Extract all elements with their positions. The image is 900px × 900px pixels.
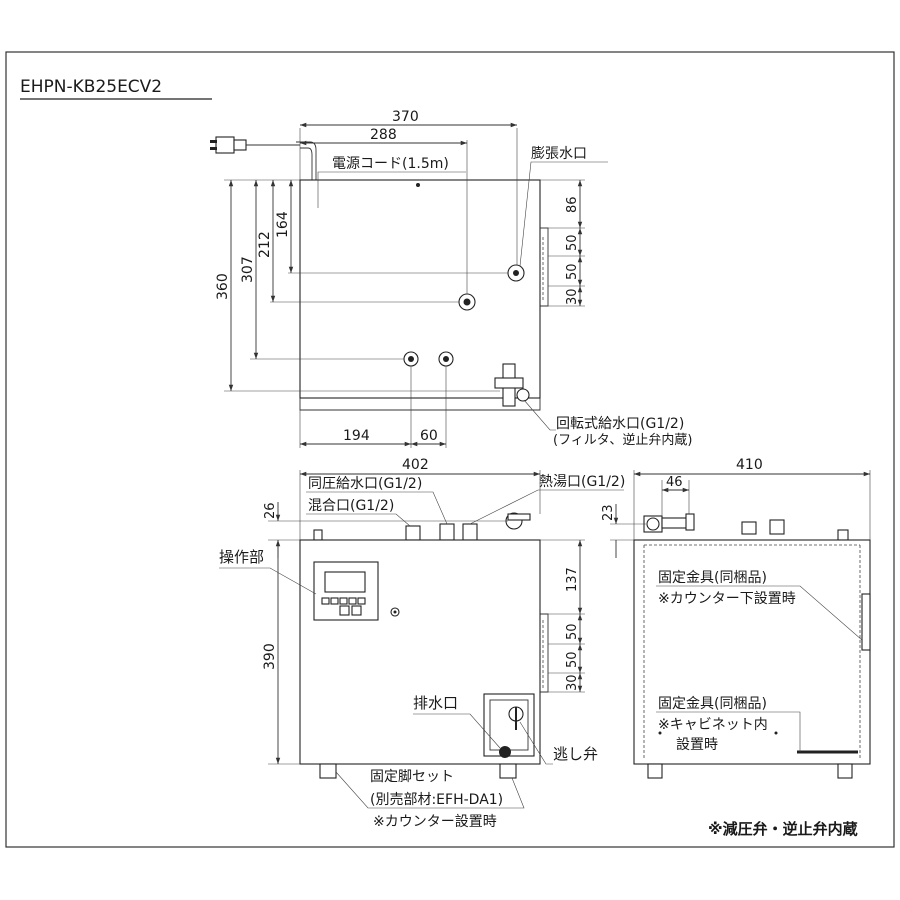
- rotary-inlet-label: 回転式給水口(G1/2): [556, 416, 684, 432]
- expansion-port-label: 膨張水口: [531, 145, 587, 162]
- dim-194: 194: [343, 428, 370, 444]
- dim-50-a: 50: [565, 234, 580, 251]
- control-panel-label: 操作部: [219, 548, 264, 566]
- front-top-ports-icon: [313, 512, 531, 541]
- dim-370: 370: [392, 109, 419, 125]
- dim-50-b: 50: [565, 263, 580, 280]
- fixed-leg-note: ※カウンター設置時: [373, 814, 497, 830]
- dim-288: 288: [370, 127, 397, 143]
- top-view-body: [299, 179, 541, 399]
- dim-23: 23: [601, 504, 616, 521]
- bracket-2-note-2: 設置時: [676, 737, 718, 753]
- bracket-2-label: 固定金具(同梱品): [658, 696, 767, 712]
- side-view: 410 46 23 固定金具(同梱品) ※カウンター下設置時 固定金具(同梱品)…: [601, 457, 871, 779]
- bracket-1-label: 固定金具(同梱品): [658, 570, 767, 586]
- hot-water-port-label: 熱湯口(G1/2): [539, 473, 625, 490]
- footnote: ※減圧弁・逆止弁内蔵: [708, 820, 858, 838]
- dim-402: 402: [402, 457, 429, 473]
- control-panel: [313, 561, 379, 621]
- side-bracket-vertical: [861, 593, 871, 651]
- dim-front-50-a: 50: [565, 623, 580, 640]
- side-view-body: [633, 539, 871, 765]
- dim-86: 86: [565, 196, 580, 213]
- top-port-left-icon: [403, 351, 419, 367]
- dim-front-50-b: 50: [565, 651, 580, 668]
- dim-164: 164: [275, 211, 291, 238]
- rotary-inlet-icon: [494, 363, 530, 407]
- top-port-icon: [458, 293, 476, 311]
- front-view: 402 390 26 137 50 50 30 同圧給水口(G1/2) 混合口(…: [219, 457, 625, 830]
- drawing-frame: [5, 51, 895, 848]
- foot-left: [319, 763, 337, 779]
- drain-box: [483, 693, 535, 757]
- top-port-right-icon: [438, 351, 454, 367]
- indicator-icon: [390, 607, 400, 617]
- dim-390: 390: [262, 643, 278, 670]
- fixed-leg-set-label: 固定脚セット: [370, 769, 454, 785]
- dim-212: 212: [257, 231, 273, 258]
- drain-port-label: 排水口: [413, 694, 458, 712]
- dim-front-30: 30: [565, 674, 580, 691]
- relief-valve-icon: [508, 706, 524, 730]
- bracket-1-note: ※カウンター下設置時: [658, 591, 796, 607]
- top-view: 370 288 194 60 360 307 212 164 86 50 50 …: [210, 109, 693, 448]
- drain-port-icon: [499, 746, 511, 758]
- mixing-port-label: 混合口(G1/2): [308, 498, 394, 514]
- dim-60: 60: [420, 428, 438, 444]
- same-pressure-inlet-label: 同圧給水口(G1/2): [308, 476, 422, 492]
- dim-360: 360: [215, 273, 231, 300]
- dim-137: 137: [565, 567, 580, 592]
- foot-right: [499, 763, 517, 779]
- dim-26: 26: [263, 502, 278, 519]
- model-title: EHPN-KB25ECV2: [20, 77, 162, 97]
- rotary-inlet-note: (フィルタ、逆止弁内蔵): [553, 432, 693, 448]
- dim-307: 307: [240, 256, 256, 283]
- relief-valve-label: 逃し弁: [553, 745, 598, 763]
- dim-30: 30: [565, 288, 580, 305]
- bracket-2-note-1: ※キャビネット内: [658, 717, 768, 733]
- expansion-port-icon: [507, 264, 525, 282]
- dim-46: 46: [666, 475, 683, 490]
- fixed-leg-option: (別売部材:EFH-DA1): [370, 792, 503, 808]
- power-cord-label: 電源コード(1.5m): [332, 156, 449, 172]
- side-top-fittings-icon: [643, 513, 849, 541]
- dim-410: 410: [736, 457, 763, 473]
